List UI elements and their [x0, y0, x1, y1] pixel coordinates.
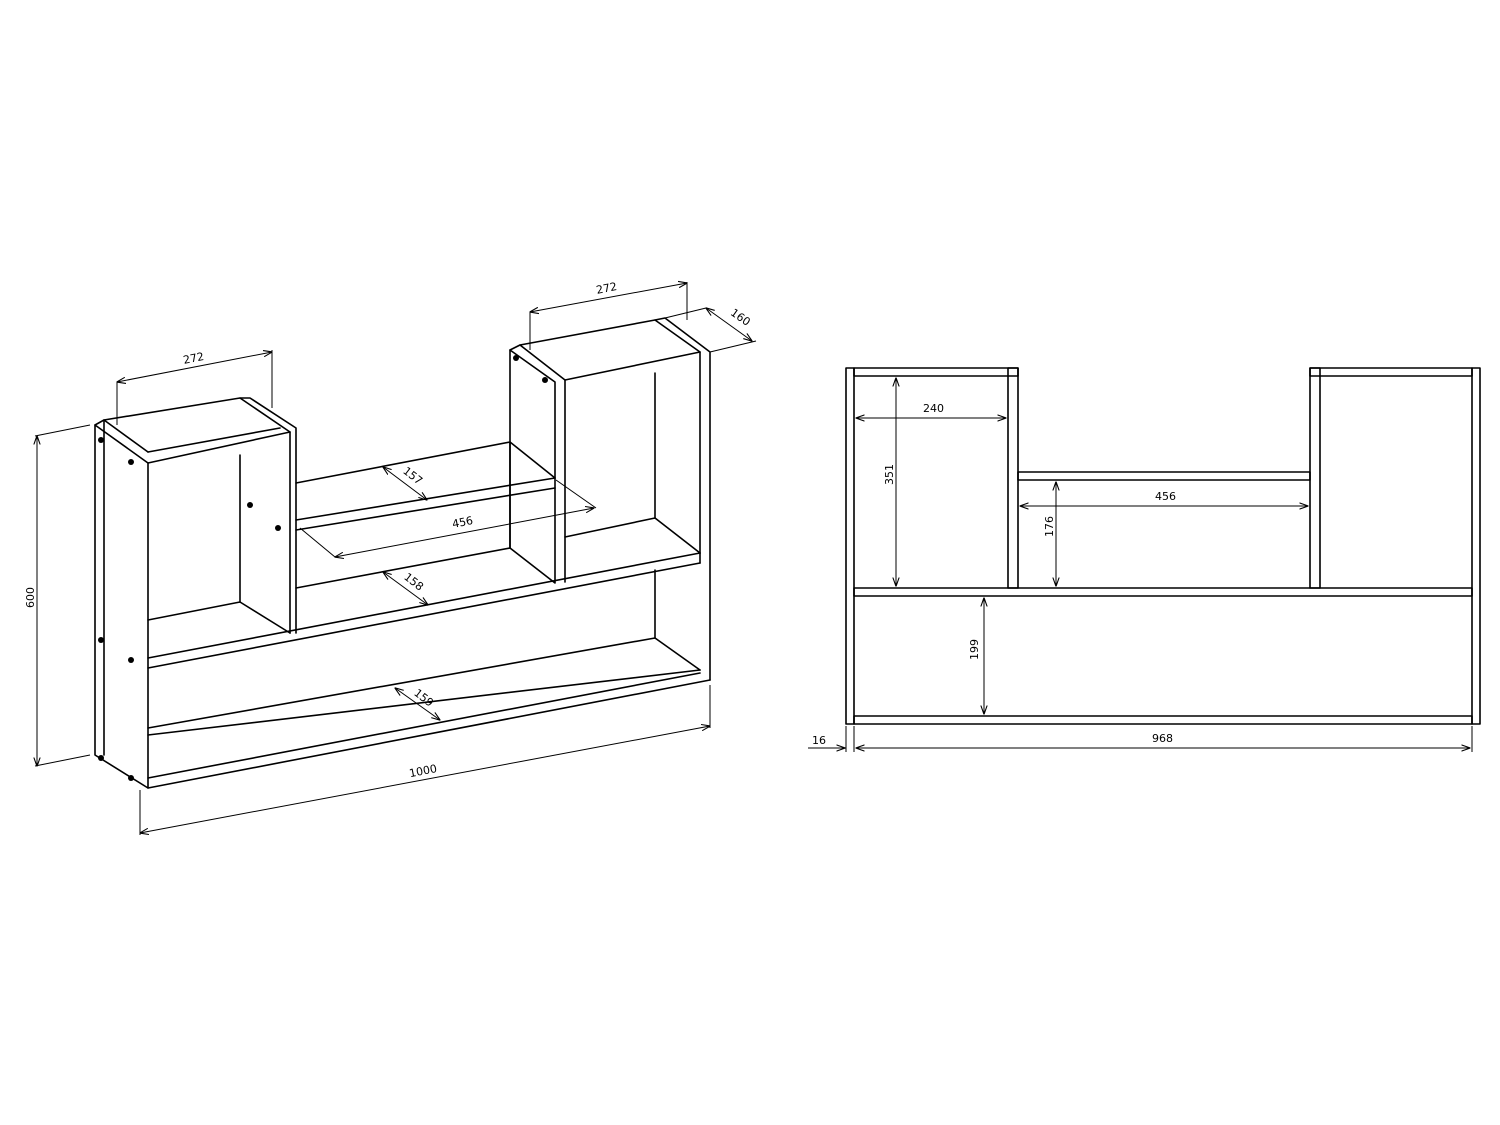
shelf-outline: [94, 317, 711, 789]
dim-top-left-width: 272: [182, 350, 205, 367]
dim-top-right-width: 272: [595, 280, 618, 297]
dim-total-width: 1000: [408, 762, 438, 780]
dim-upper-height: 351: [883, 464, 896, 485]
dim-lower-shelf-depth: 159: [411, 686, 436, 709]
dim-depth: 160: [728, 306, 753, 329]
front-dimension-labels: 240 351 456 176 199 16 968: [812, 402, 1176, 747]
dim-compartment-width: 240: [923, 402, 944, 415]
dim-middle-shelf-depth: 158: [401, 570, 426, 593]
dim-front-middle-span: 456: [1155, 490, 1176, 503]
isometric-view: 272 272 160 600 1000 157 456 158 159: [24, 280, 757, 835]
dim-upper-shelf-depth: 157: [400, 464, 425, 487]
dim-inner-width: 968: [1152, 732, 1173, 745]
dim-lower-height: 199: [968, 639, 981, 660]
dim-middle-span: 456: [451, 514, 474, 531]
dim-height: 600: [24, 587, 37, 608]
front-outline: [845, 367, 1481, 725]
dim-middle-height: 176: [1043, 516, 1056, 537]
isometric-dimension-lines: [35, 282, 757, 835]
dim-panel-thickness: 16: [812, 734, 826, 747]
isometric-dimension-labels: 272 272 160 600 1000 157 456 158 159: [24, 280, 753, 780]
front-view: 240 351 456 176 199 16 968: [808, 367, 1481, 752]
front-dimension-lines: [808, 378, 1473, 752]
